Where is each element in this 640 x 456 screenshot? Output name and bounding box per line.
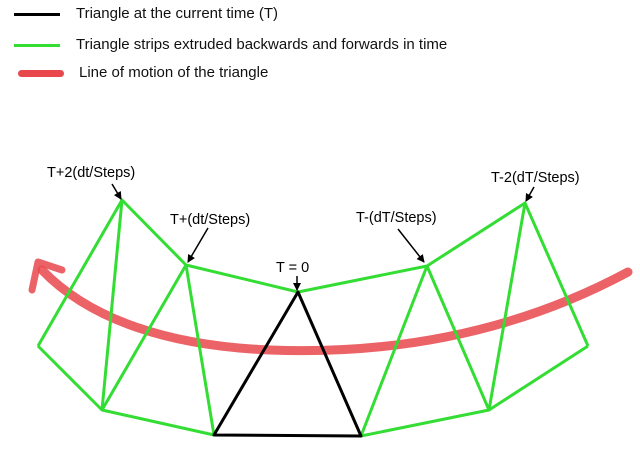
label-t-plus-2: T+2(dt/Steps) xyxy=(47,165,135,181)
motion-line xyxy=(37,265,633,356)
triangle-strips xyxy=(36,198,590,438)
arrow-t-plus-1 xyxy=(187,227,209,263)
strip-edge xyxy=(100,264,188,411)
current-triangle xyxy=(212,290,363,438)
strip-edge xyxy=(184,264,216,436)
legend-item-strips: Triangle strips extruded backwards and f… xyxy=(0,34,640,56)
strip-bottom-edge xyxy=(36,344,215,437)
strip-edge xyxy=(425,265,491,411)
label-t-zero: T = 0 xyxy=(276,260,309,276)
strip-edge xyxy=(487,202,527,411)
label-t-minus-2: T-2(dT/Steps) xyxy=(491,170,580,186)
arrow-t-plus-2 xyxy=(111,183,122,200)
legend-swatch-red xyxy=(18,70,64,77)
arrow-t-minus-2 xyxy=(525,186,535,202)
legend: Triangle at the current time (T) Triangl… xyxy=(0,0,640,100)
legend-swatch-green xyxy=(14,44,60,47)
strip-edge xyxy=(100,199,124,411)
annotation-arrows xyxy=(111,183,535,291)
arrow-t-minus-1 xyxy=(397,228,425,263)
strip-edge xyxy=(359,265,429,437)
motion-arrowhead xyxy=(28,258,66,294)
legend-label-current: Triangle at the current time (T) xyxy=(76,5,279,22)
label-t-minus-1: T-(dT/Steps) xyxy=(356,210,437,226)
label-t-plus-1: T+(dt/Steps) xyxy=(170,212,250,228)
legend-label-motion: Line of motion of the triangle xyxy=(79,64,269,81)
strip-bottom-edge-right xyxy=(360,344,589,438)
legend-item-current: Triangle at the current time (T) xyxy=(0,3,640,25)
legend-label-strips: Triangle strips extruded backwards and f… xyxy=(76,36,448,53)
legend-swatch-black xyxy=(14,13,60,16)
legend-item-motion: Line of motion of the triangle xyxy=(0,62,640,84)
